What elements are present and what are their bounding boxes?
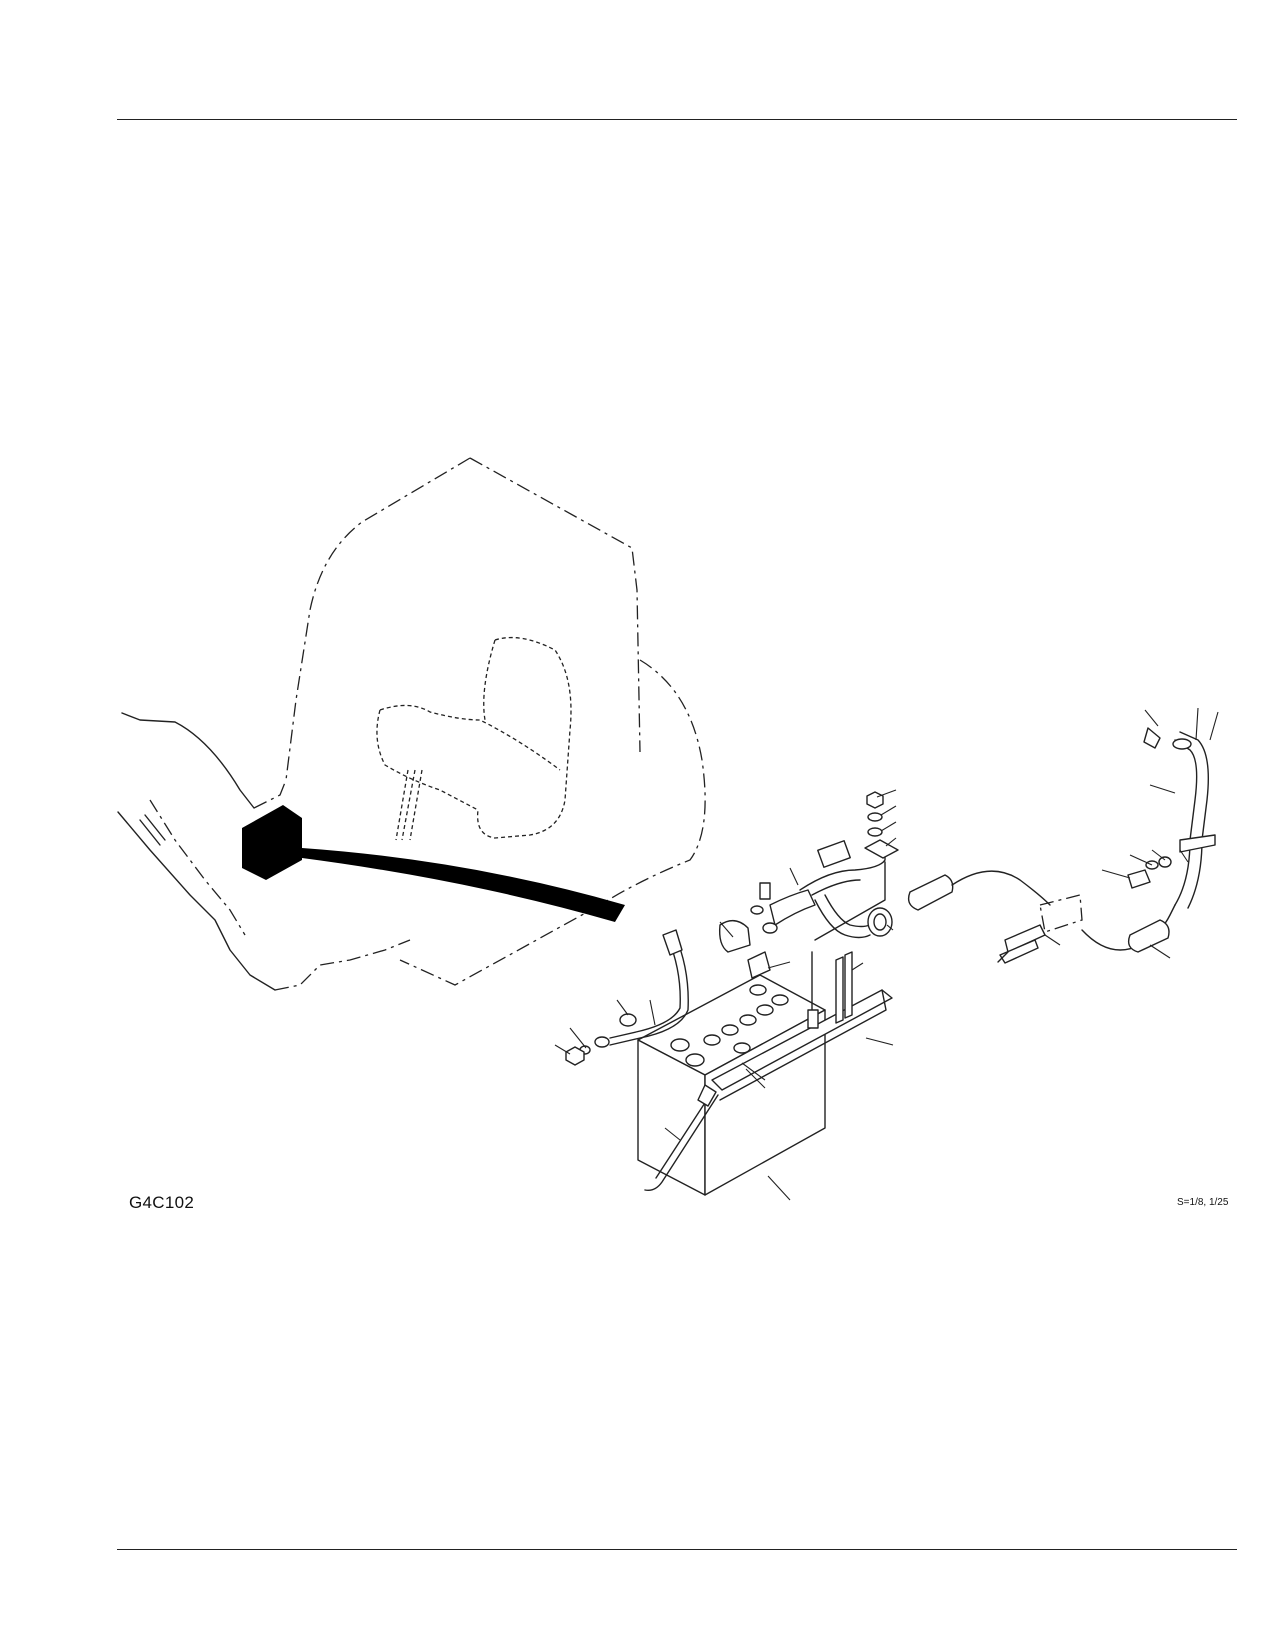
right-harness	[997, 727, 1216, 964]
leader-lines	[554, 707, 1219, 1201]
location-marker	[242, 805, 625, 922]
main-harness	[799, 791, 899, 941]
terminal-parts	[718, 882, 816, 979]
hold-down-rod	[644, 1084, 719, 1192]
cable-tube	[907, 870, 1051, 911]
figure-code: G4C102	[129, 1193, 195, 1212]
battery	[637, 974, 826, 1196]
ground-cable	[565, 929, 689, 1066]
machine-outline	[117, 457, 706, 991]
top-rule	[117, 119, 1237, 120]
bottom-rule	[117, 1549, 1237, 1550]
battery-hold-down	[711, 951, 893, 1101]
grommet	[867, 907, 893, 937]
scale-note: S=1/8, 1/25	[1177, 1197, 1229, 1208]
